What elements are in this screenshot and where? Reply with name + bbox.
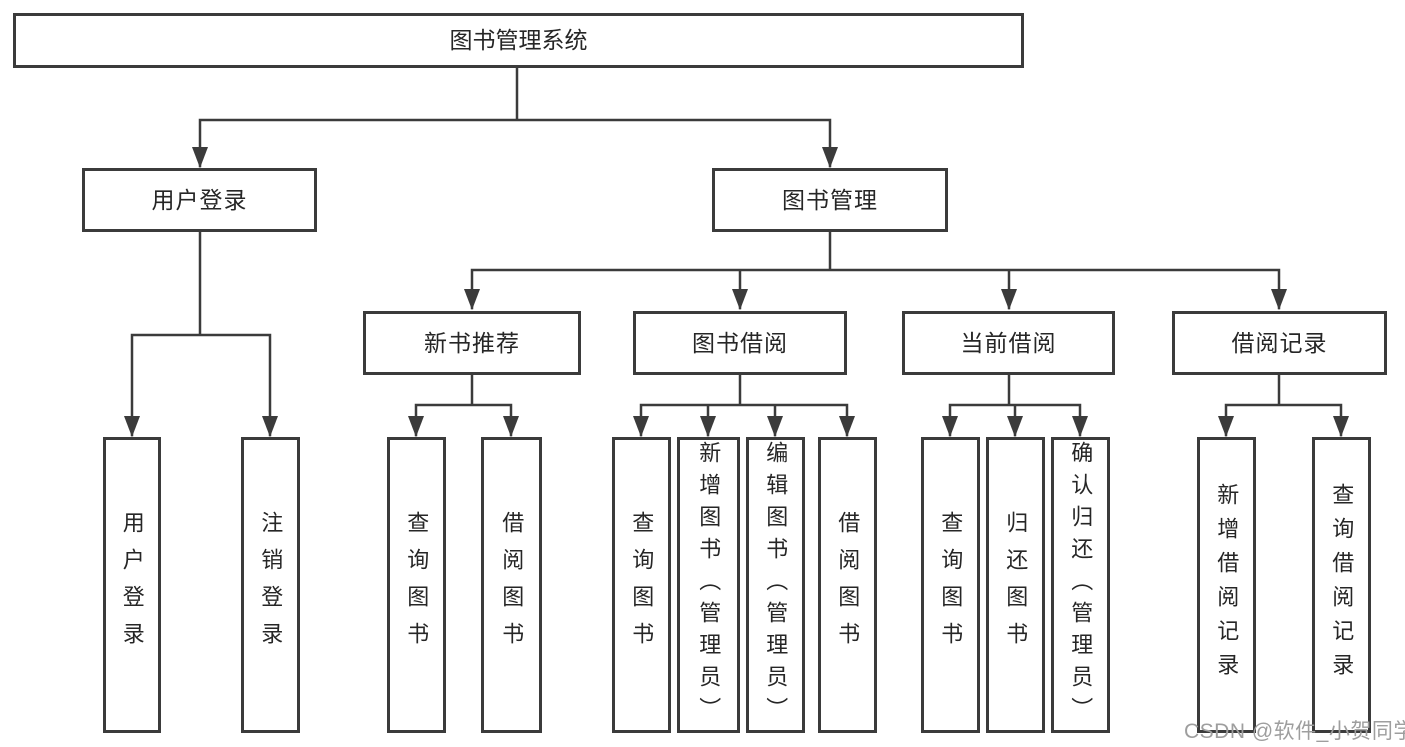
node-borrowing-records: 借阅记录 (1172, 311, 1387, 375)
arrowhead-icon (408, 416, 424, 437)
arrowhead-icon (1271, 289, 1287, 310)
arrowhead-icon (1001, 289, 1017, 310)
arrowhead-icon (464, 289, 480, 310)
arrowhead-icon (732, 289, 748, 310)
node-current-borrowing: 当前借阅 (902, 311, 1115, 375)
node-new-book-recommend: 新书推荐 (363, 311, 581, 375)
leaf-query-books-borrowing: 查询图书 (612, 437, 671, 733)
arrowhead-icon (124, 416, 140, 437)
node-book-management: 图书管理 (712, 168, 948, 232)
arrowhead-icon (633, 416, 649, 437)
arrowhead-icon (262, 416, 278, 437)
leaf-logout: 注销登录 (241, 437, 300, 733)
arrowhead-icon (503, 416, 519, 437)
node-user-login: 用户登录 (82, 168, 317, 232)
leaf-add-books-admin: 新增图书（管理员） (677, 437, 740, 733)
arrowheads (124, 147, 1349, 437)
leaf-return-books: 归还图书 (986, 437, 1045, 733)
connector-records-to-leaves (1224, 372, 1343, 437)
node-book-borrowing: 图书借阅 (633, 311, 847, 375)
arrowhead-icon (1218, 416, 1234, 437)
arrowhead-icon (192, 147, 208, 168)
leaf-edit-books-admin: 编辑图书（管理员） (746, 437, 805, 733)
connector-userlogin-to-leaves (130, 230, 272, 437)
arrowhead-icon (822, 147, 838, 168)
connector-newbooks-to-leaves (414, 372, 513, 437)
connector-borrow-to-leaves (639, 372, 849, 437)
node-library-management-system: 图书管理系统 (13, 13, 1024, 68)
leaf-add-borrow-record: 新增借阅记录 (1197, 437, 1256, 733)
leaf-user-login: 用户登录 (103, 437, 161, 733)
connector-root-to-level2 (198, 65, 832, 168)
arrowhead-icon (942, 416, 958, 437)
arrowhead-icon (700, 416, 716, 437)
arrowhead-icon (1072, 416, 1088, 437)
connector-bookmgmt-to-level3 (470, 230, 1281, 310)
arrowhead-icon (1007, 416, 1023, 437)
leaf-borrow-books: 借阅图书 (818, 437, 877, 733)
leaf-query-books-recommend: 查询图书 (387, 437, 446, 733)
watermark: CSDN @软件_小贺同学 (1184, 720, 1405, 743)
arrowhead-icon (839, 416, 855, 437)
leaf-query-borrow-record: 查询借阅记录 (1312, 437, 1371, 733)
arrowhead-icon (767, 416, 783, 437)
leaf-query-books-current: 查询图书 (921, 437, 980, 733)
arrowhead-icon (1333, 416, 1349, 437)
leaf-borrow-books-recommend: 借阅图书 (481, 437, 542, 733)
leaf-confirm-return-admin: 确认归还（管理员） (1051, 437, 1110, 733)
